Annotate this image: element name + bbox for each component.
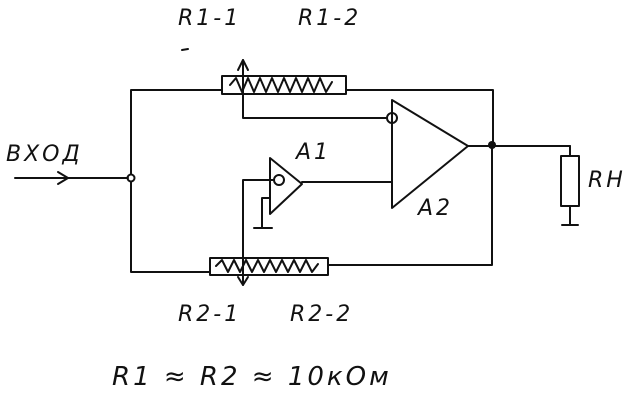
feedback-wire-top [345, 89, 494, 144]
input-wire [14, 171, 136, 185]
label-r1-1: R1-1 [178, 6, 242, 31]
label-a2: A2 [418, 196, 454, 221]
resistor-r1 [181, 48, 387, 119]
load-resistor [560, 145, 580, 226]
label-formula: R1 ≈ R2 ≈ 10кОм [112, 362, 392, 392]
left-bus-wire [130, 89, 223, 273]
opamp-a1 [242, 157, 393, 286]
resistor-r2 [209, 147, 493, 286]
opamp-a2 [386, 99, 571, 209]
label-r2-2: R2-2 [290, 302, 354, 327]
label-a1: A1 [296, 140, 332, 165]
label-load: RН [588, 168, 626, 193]
label-input: ВХОД [6, 142, 83, 167]
label-r1-2: R1-2 [298, 6, 362, 31]
label-r2-1: R2-1 [178, 302, 242, 327]
